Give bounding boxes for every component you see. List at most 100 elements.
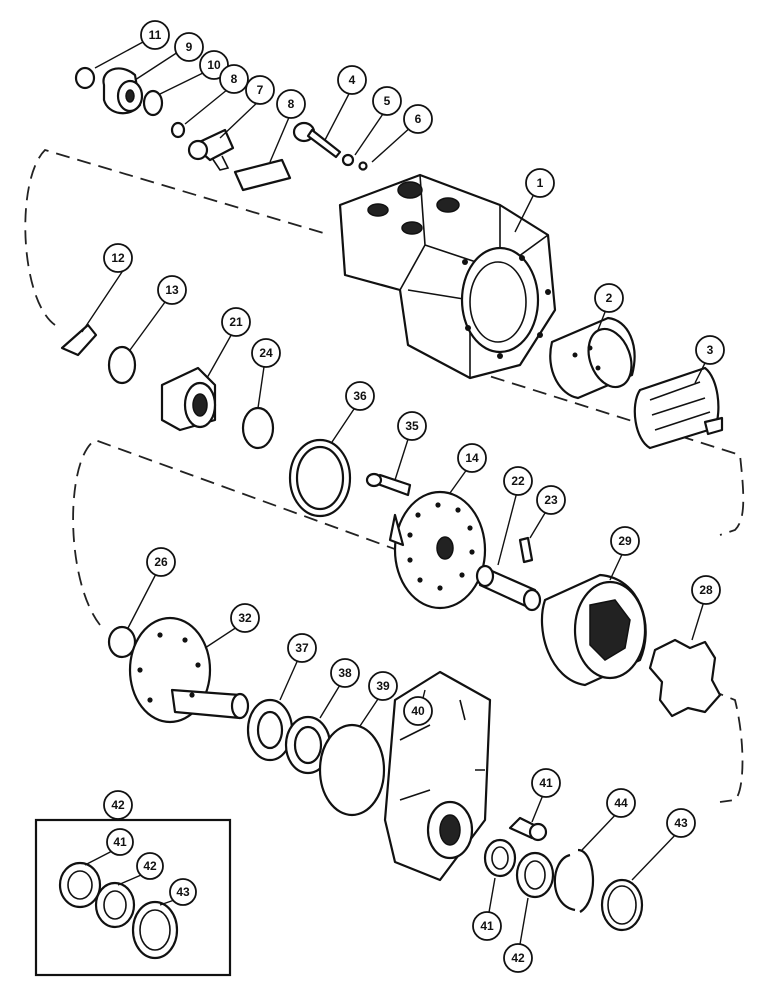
callout-label: 43 bbox=[176, 885, 190, 899]
callout-label: 10 bbox=[207, 58, 221, 72]
part-28-star bbox=[648, 638, 722, 718]
part-37-o-ring bbox=[318, 723, 386, 817]
callout-5: 5 bbox=[372, 86, 402, 116]
callout-41-kit: 41 bbox=[106, 828, 134, 856]
seal-kit-box bbox=[34, 818, 232, 977]
callout-label: 40 bbox=[411, 704, 425, 718]
callout-label: 1 bbox=[537, 176, 544, 190]
callout-label: 8 bbox=[288, 97, 295, 111]
callout-13: 12 bbox=[103, 243, 133, 273]
callout-label: 23 bbox=[544, 493, 558, 507]
callout-label: 44 bbox=[614, 796, 628, 810]
callout-label: 43 bbox=[674, 816, 688, 830]
part-41-seal bbox=[483, 838, 517, 878]
part-6-ball bbox=[358, 161, 368, 171]
part-13-retainer bbox=[60, 323, 98, 357]
callout-label: 7 bbox=[257, 83, 264, 97]
callout-41-bottom: 41 bbox=[472, 911, 502, 941]
callout-label: 42 bbox=[111, 798, 125, 812]
leader-lines bbox=[81, 41, 709, 951]
callout-label: 14 bbox=[465, 451, 479, 465]
callout-34: 36 bbox=[345, 381, 375, 411]
part-10-plug bbox=[102, 67, 144, 115]
part-8-plate bbox=[233, 158, 292, 192]
callout-24: 24 bbox=[251, 338, 281, 368]
callout-10: 9 bbox=[174, 32, 204, 62]
callout-14: 13 bbox=[157, 275, 187, 305]
callout-label: 29 bbox=[618, 534, 632, 548]
callout-33: 35 bbox=[397, 411, 427, 441]
callout-label: 11 bbox=[149, 28, 162, 42]
callout-label: 21 bbox=[229, 315, 243, 329]
assembly-guide-upper bbox=[24, 148, 745, 536]
callout-42-kit: 42 bbox=[136, 852, 164, 880]
part-9-seal bbox=[170, 121, 186, 139]
part-1-housing bbox=[338, 173, 557, 380]
part-23-pin bbox=[518, 536, 534, 564]
callout-2: 2 bbox=[594, 283, 624, 313]
kit-part-42 bbox=[94, 881, 136, 929]
callout-label: 39 bbox=[376, 679, 390, 693]
callout-label: 41 bbox=[113, 835, 127, 849]
callout-42-bottom: 42 bbox=[503, 943, 533, 973]
part-33-bolt bbox=[365, 472, 412, 497]
callout-label: 38 bbox=[338, 666, 352, 680]
part-21-bearing bbox=[160, 366, 217, 432]
callout-label: 2 bbox=[606, 291, 613, 305]
callout-label: 13 bbox=[165, 283, 179, 297]
kit-part-43 bbox=[131, 900, 179, 960]
callout-22: 22 bbox=[503, 466, 533, 496]
callout-label: 5 bbox=[384, 94, 391, 108]
callout-38: 40 bbox=[403, 696, 433, 726]
callout-37: 39 bbox=[368, 671, 398, 701]
callout-23: 23 bbox=[536, 485, 566, 515]
part-36-washer bbox=[284, 715, 332, 775]
part-29-gerotor-ring bbox=[540, 573, 647, 687]
callout-44: 44 bbox=[606, 788, 636, 818]
callout-40: 42 bbox=[103, 790, 133, 820]
callout-label: 8 bbox=[231, 72, 238, 86]
callout-label: 24 bbox=[259, 346, 273, 360]
callout-label: 6 bbox=[415, 112, 422, 126]
callout-39: 41 bbox=[531, 768, 561, 798]
part-42-seal bbox=[515, 851, 555, 899]
callout-label: 36 bbox=[353, 389, 367, 403]
callout-label: 42 bbox=[143, 859, 157, 873]
part-7-valve bbox=[187, 128, 235, 171]
part-34-seal bbox=[288, 438, 352, 518]
callout-8: 8 bbox=[276, 89, 306, 119]
part-35-thrust-bearing bbox=[246, 698, 294, 762]
part-38-flange bbox=[383, 670, 492, 882]
part-44-snap-ring bbox=[553, 848, 594, 913]
callout-label: 41 bbox=[539, 776, 553, 790]
callout-label: 26 bbox=[154, 555, 168, 569]
part-4-pin bbox=[292, 121, 342, 159]
callout-21: 21 bbox=[221, 307, 251, 337]
kit-part-41 bbox=[58, 861, 102, 909]
callout-label: 32 bbox=[238, 611, 252, 625]
assembly-guide-lower bbox=[72, 438, 744, 803]
part-20-plate bbox=[388, 490, 487, 610]
callout-43-kit: 43 bbox=[169, 878, 197, 906]
callout-7: 7 bbox=[245, 75, 275, 105]
callout-43: 43 bbox=[666, 808, 696, 838]
callout-label: 3 bbox=[707, 343, 714, 357]
callout-32: 32 bbox=[230, 603, 260, 633]
callout-6: 6 bbox=[403, 104, 433, 134]
part-5-seal bbox=[341, 153, 355, 167]
callout-20: 14 bbox=[457, 443, 487, 473]
part-32-output-shaft bbox=[128, 616, 250, 724]
callout-1: 1 bbox=[525, 168, 555, 198]
callout-12: 11 bbox=[140, 20, 170, 50]
part-22-shaft bbox=[475, 564, 542, 612]
callout-35: 37 bbox=[287, 633, 317, 663]
callout-36: 38 bbox=[330, 658, 360, 688]
part-43-washer bbox=[600, 878, 644, 932]
callout-9: 8 bbox=[219, 64, 249, 94]
part-24-ring bbox=[241, 406, 275, 450]
callout-label: 35 bbox=[405, 419, 419, 433]
part-11-o-ring bbox=[142, 89, 164, 117]
callout-label: 28 bbox=[699, 583, 713, 597]
callout-26: 26 bbox=[146, 547, 176, 577]
